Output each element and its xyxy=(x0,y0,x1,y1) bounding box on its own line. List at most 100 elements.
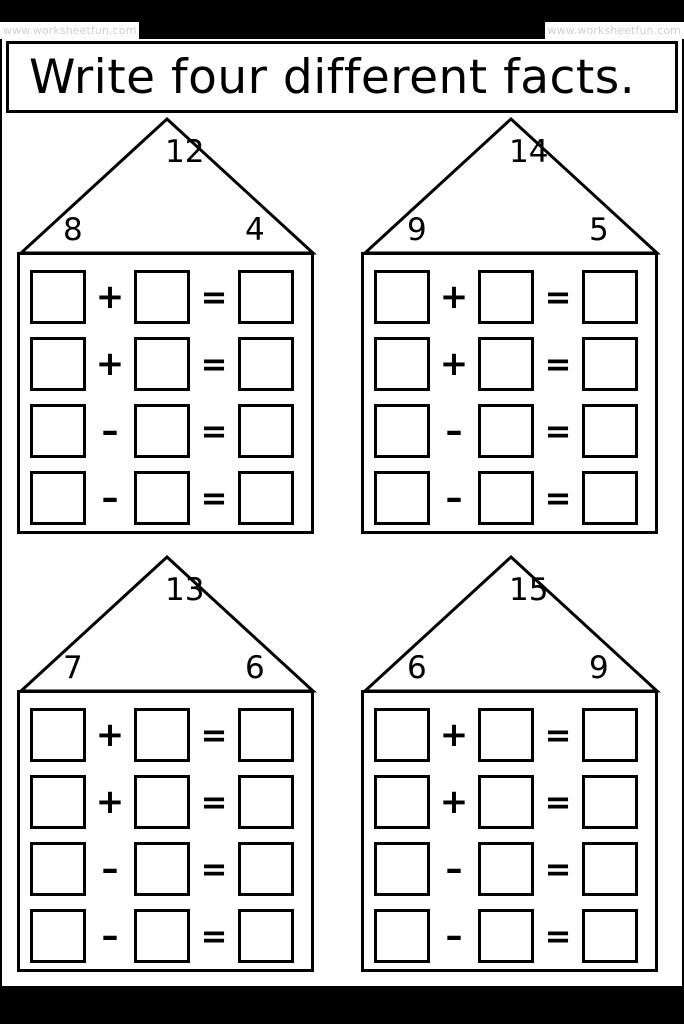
answer-box-operand-a[interactable] xyxy=(30,336,86,391)
answer-box-result[interactable] xyxy=(582,403,638,458)
answer-box-operand-a[interactable] xyxy=(30,470,86,525)
equals-symbol: = xyxy=(544,411,572,450)
answer-box-result[interactable] xyxy=(238,774,294,829)
operator-symbol: – xyxy=(101,848,119,889)
answer-box-operand-b[interactable] xyxy=(478,336,534,391)
answer-box-operand-a[interactable] xyxy=(30,774,86,829)
answer-box-result[interactable] xyxy=(238,403,294,458)
answer-box-operand-b[interactable] xyxy=(134,908,190,963)
house-roof-3: 13 7 6 xyxy=(17,553,317,695)
equals-symbol: = xyxy=(544,782,572,821)
answer-box-operand-a[interactable] xyxy=(374,841,430,896)
title-box: Write four different facts. xyxy=(6,41,678,113)
answer-box-result[interactable] xyxy=(582,908,638,963)
answer-box-operand-b[interactable] xyxy=(478,403,534,458)
answer-box-result[interactable] xyxy=(238,470,294,525)
page-title: Write four different facts. xyxy=(29,49,636,105)
answer-box-result[interactable] xyxy=(582,336,638,391)
equals-symbol: = xyxy=(200,344,228,383)
fact-family-house-1: 12 8 4 + = xyxy=(17,115,317,535)
answer-box-result[interactable] xyxy=(238,269,294,324)
answer-box-operand-a[interactable] xyxy=(30,841,86,896)
answer-box-result[interactable] xyxy=(238,908,294,963)
house-1-equation-rows: + = + = xyxy=(20,255,311,531)
answer-box-result[interactable] xyxy=(582,470,638,525)
answer-box-result[interactable] xyxy=(238,707,294,762)
answer-box-operand-b[interactable] xyxy=(134,841,190,896)
answer-box-operand-a[interactable] xyxy=(374,908,430,963)
equation-row: – = xyxy=(364,835,655,902)
equation-row: + = xyxy=(364,701,655,768)
answer-box-operand-b[interactable] xyxy=(134,269,190,324)
equals-symbol: = xyxy=(544,849,572,888)
answer-box-operand-b[interactable] xyxy=(134,403,190,458)
answer-box-operand-a[interactable] xyxy=(30,269,86,324)
answer-box-operand-a[interactable] xyxy=(30,908,86,963)
house-4-equation-rows: + = + = xyxy=(364,693,655,969)
house-1-part-left: 8 xyxy=(63,212,83,248)
answer-box-operand-a[interactable] xyxy=(30,707,86,762)
operator-symbol: + xyxy=(95,343,125,384)
house-3-part-right: 6 xyxy=(245,650,265,686)
worksheet-sheet: Write four different facts. 12 8 4 xyxy=(0,39,684,988)
house-roof-2: 14 9 5 xyxy=(361,115,661,257)
equation-row: – = xyxy=(20,464,311,531)
operator-symbol: + xyxy=(439,343,469,384)
house-2-part-left: 9 xyxy=(407,212,427,248)
house-4-whole: 15 xyxy=(509,572,549,608)
answer-box-operand-b[interactable] xyxy=(478,707,534,762)
equals-symbol: = xyxy=(200,411,228,450)
equals-symbol: = xyxy=(544,478,572,517)
house-1-body: + = + = xyxy=(17,252,314,534)
answer-box-operand-b[interactable] xyxy=(478,841,534,896)
answer-box-result[interactable] xyxy=(582,841,638,896)
answer-box-operand-a[interactable] xyxy=(374,269,430,324)
answer-box-result[interactable] xyxy=(582,774,638,829)
answer-box-operand-a[interactable] xyxy=(30,403,86,458)
answer-box-operand-a[interactable] xyxy=(374,774,430,829)
house-4-part-left: 6 xyxy=(407,650,427,686)
answer-box-operand-b[interactable] xyxy=(134,774,190,829)
answer-box-operand-b[interactable] xyxy=(478,774,534,829)
fact-family-house-2: 14 9 5 + = xyxy=(361,115,661,535)
answer-box-operand-b[interactable] xyxy=(134,470,190,525)
operator-symbol: – xyxy=(101,477,119,518)
answer-box-operand-a[interactable] xyxy=(374,336,430,391)
answer-box-operand-b[interactable] xyxy=(478,470,534,525)
house-2-whole: 14 xyxy=(509,134,549,170)
equation-row: + = xyxy=(20,768,311,835)
equals-symbol: = xyxy=(200,478,228,517)
answer-box-operand-a[interactable] xyxy=(374,707,430,762)
equation-row: – = xyxy=(20,397,311,464)
answer-box-operand-b[interactable] xyxy=(478,908,534,963)
operator-symbol: + xyxy=(95,781,125,822)
equation-row: – = xyxy=(364,902,655,969)
answer-box-result[interactable] xyxy=(238,841,294,896)
answer-box-result[interactable] xyxy=(238,336,294,391)
fact-family-house-4: 15 6 9 + = xyxy=(361,553,661,973)
answer-box-result[interactable] xyxy=(582,269,638,324)
answer-box-operand-a[interactable] xyxy=(374,403,430,458)
equals-symbol: = xyxy=(544,715,572,754)
answer-box-operand-a[interactable] xyxy=(374,470,430,525)
equation-row: + = xyxy=(20,701,311,768)
answer-box-operand-b[interactable] xyxy=(478,269,534,324)
house-4-part-right: 9 xyxy=(589,650,609,686)
answer-box-operand-b[interactable] xyxy=(134,707,190,762)
house-2-body: + = + = xyxy=(361,252,658,534)
equals-symbol: = xyxy=(200,782,228,821)
house-3-body: + = + = xyxy=(17,690,314,972)
equation-row: + = xyxy=(20,330,311,397)
watermark-left: www.worksheetfun.com xyxy=(0,22,140,39)
answer-box-operand-b[interactable] xyxy=(134,336,190,391)
operator-symbol: + xyxy=(439,714,469,755)
equals-symbol: = xyxy=(200,849,228,888)
equals-symbol: = xyxy=(200,277,228,316)
answer-box-result[interactable] xyxy=(582,707,638,762)
equals-symbol: = xyxy=(544,916,572,955)
equation-row: – = xyxy=(364,397,655,464)
operator-symbol: – xyxy=(445,915,463,956)
equation-row: + = xyxy=(364,768,655,835)
operator-symbol: + xyxy=(439,781,469,822)
